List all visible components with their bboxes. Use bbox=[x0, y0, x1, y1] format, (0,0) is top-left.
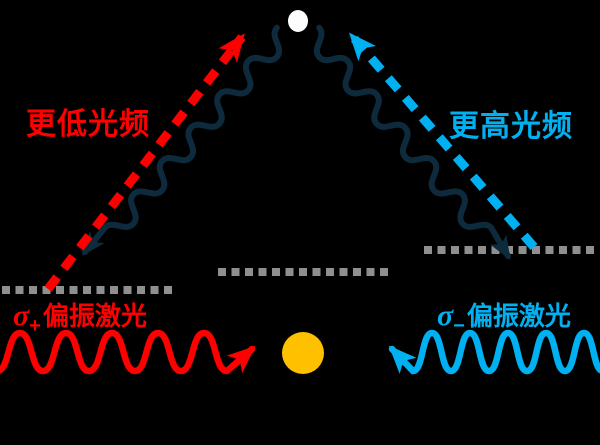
laser-wave-red bbox=[0, 329, 256, 375]
sigma-minus-laser-label: σ−偏振激光 bbox=[437, 299, 571, 337]
excited-photon-dot bbox=[288, 10, 308, 32]
lower-frequency-label: 更低光频 bbox=[26, 108, 150, 141]
photon-wave-right bbox=[313, 24, 511, 261]
laser-wave-blue bbox=[388, 329, 600, 375]
photon-wave-left bbox=[81, 24, 283, 256]
higher-frequency-label: 更高光频 bbox=[449, 110, 573, 143]
sigma-plus-text: 偏振激光 bbox=[42, 301, 147, 331]
blue-detuned-photon-arrow bbox=[348, 32, 538, 250]
sigma-minus-subscript: − bbox=[453, 315, 465, 337]
atom-circle bbox=[282, 332, 324, 374]
sigma-minus-symbol: σ bbox=[437, 299, 454, 332]
sigma-plus-symbol: σ bbox=[13, 299, 30, 332]
sigma-plus-laser-label: σ+偏振激光 bbox=[13, 299, 147, 337]
sigma-plus-subscript: + bbox=[29, 315, 41, 337]
red-detuned-photon-arrow bbox=[44, 33, 246, 292]
sigma-minus-text: 偏振激光 bbox=[466, 301, 571, 331]
